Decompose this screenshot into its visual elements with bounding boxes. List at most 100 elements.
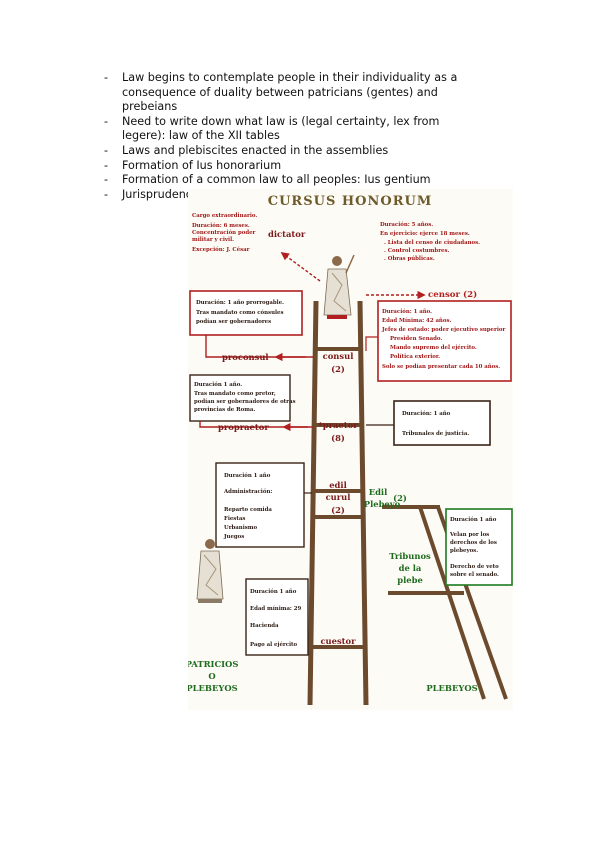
proconsul-note: Duración: 1 año prorrogable. — [196, 299, 284, 306]
bullet-text: Laws and plebiscites enacted in the asse… — [122, 143, 389, 157]
proconsul-note: Tras mandato como cónsules — [196, 309, 284, 316]
propraetor-note: Tras mandato como pretor, — [194, 391, 276, 397]
cuestor-box — [245, 578, 309, 656]
proconsul-note: podían ser gobernadores — [196, 318, 271, 325]
bullet-item: -Formation of a common law to all people… — [104, 173, 464, 188]
consul-note: Política exterior. — [390, 353, 440, 360]
tribunos-note: derechos de los — [450, 540, 497, 546]
propraetor-connector — [199, 421, 308, 428]
praetor-box — [393, 400, 491, 446]
consul-count: (2) — [331, 364, 345, 374]
edil-plebeyo-section: Edil (2) Plebeyo — [364, 487, 407, 509]
edil-curul-note: Reparto comida — [224, 507, 272, 513]
cuestor-note: Edad mínima: 29 — [250, 605, 302, 612]
proconsul-label: proconsul — [222, 352, 269, 362]
tribunos-note: Velan por los — [449, 532, 489, 538]
cursus-honorum-figure: CURSUS HONORUM Cargo extraordinario. Dur… — [188, 189, 513, 710]
edil-plebeyo-label-2: Plebeyo — [364, 499, 401, 509]
bullet-marker: - — [104, 114, 109, 128]
censor-note: . Control costumbres. — [384, 248, 450, 254]
edil-plebeyo-label-1: Edil — [369, 487, 388, 497]
tribunos-note: Derecho de veto — [450, 564, 499, 570]
proconsul-section: Duración: 1 año prorrogable. Tras mandat… — [189, 290, 314, 362]
edil-curul-note: Administración: — [223, 488, 272, 495]
ladder-rail-right — [357, 300, 369, 706]
dictator-note: Concentración poder — [192, 229, 256, 236]
censor-note: En ejercicio: ejerce 18 meses. — [380, 231, 470, 237]
patrician-ladder — [307, 300, 369, 706]
censor-label: censor (2) — [428, 289, 477, 300]
propraetor-box — [189, 374, 291, 422]
citizen-statue-icon — [196, 539, 224, 603]
bullet-text: Law begins to contemplate people in thei… — [122, 71, 458, 114]
edil-curul-note: Urbanismo — [224, 525, 258, 531]
edil-curul-label-1: edil — [329, 480, 347, 490]
cuestor-note: Pago al ejército — [250, 641, 298, 648]
praetor-note: Duración: 1 año — [402, 410, 451, 417]
cursus-honorum-diagram: CURSUS HONORUM Cargo extraordinario. Dur… — [188, 189, 513, 710]
censor-section: Duración: 5 años. En ejercicio: ejerce 1… — [366, 221, 480, 300]
bullet-marker: - — [104, 71, 109, 84]
consul-statue-icon — [323, 254, 355, 319]
patricios-label-2: O — [208, 671, 215, 681]
consul-note: Mando supremo del ejército. — [390, 344, 477, 351]
censor-note: . Lista del censo de ciudadanos. — [384, 240, 480, 246]
bullet-marker: - — [104, 158, 109, 172]
consul-note: Edad Mínima: 42 años. — [382, 317, 451, 324]
edil-curul-box — [215, 462, 305, 548]
consul-label: consul — [323, 351, 354, 361]
bullet-item: -Law begins to contemplate people in the… — [104, 71, 464, 115]
praetor-section: Duración: 1 año Tribunales de justicia. … — [318, 400, 491, 446]
praetor-label: *praetor — [318, 420, 358, 430]
dictator-note: militar y civil. — [192, 237, 234, 243]
tribunos-note: plebeyos. — [450, 548, 478, 554]
consul-section: Duración: 1 año. Edad Mínima: 42 años. J… — [323, 300, 512, 382]
edil-curul-note: Juegos — [223, 534, 244, 540]
propraetor-note: podían ser gobernadores de otras — [194, 398, 296, 405]
dictator-section: Cargo extraordinario. Duración: 6 meses.… — [192, 213, 321, 282]
tribunos-note: Duración 1 año — [450, 516, 497, 523]
consul-note: Presiden Senado. — [390, 336, 442, 342]
edil-curul-section: Duración 1 año Administración: Reparto c… — [215, 462, 351, 548]
propraetor-section: Duración 1 año. Tras mandato como pretor… — [189, 374, 314, 432]
cuestor-note: Duración 1 año — [250, 588, 297, 595]
bullet-item: -Need to write down what law is (legal c… — [104, 115, 464, 144]
tribunos-section: Duración 1 año Velan por los derechos de… — [389, 508, 513, 586]
consul-note: Jefes de estado: poder ejecutivo superio… — [381, 327, 505, 333]
tribunos-label-1: Tribunos — [389, 551, 431, 561]
propraetor-label: propraetor — [218, 422, 269, 432]
consul-note: Solo se podían presentar cada 10 años. — [382, 363, 500, 370]
dictator-label: dictator — [268, 229, 306, 239]
bullet-text: Jurisprudence — [122, 187, 199, 201]
consul-box — [377, 300, 512, 382]
bullet-text: Need to write down what law is (legal ce… — [122, 114, 440, 143]
figure-background — [188, 189, 513, 710]
consul-connector — [365, 336, 378, 351]
patricios-label-1: PATRICIOS — [188, 659, 238, 669]
bullet-item: -Formation of Ius honorarium — [104, 159, 464, 174]
bullet-text: Formation of Ius honorarium — [122, 158, 282, 172]
tribunos-label-2: de la — [399, 563, 422, 573]
bullet-text: Formation of a common law to all peoples… — [122, 173, 431, 187]
dictator-note: Duración: 6 meses. — [192, 222, 250, 229]
praetor-count: (8) — [331, 433, 345, 443]
bullet-item: -Laws and plebiscites enacted in the ass… — [104, 144, 464, 159]
bullet-list: -Law begins to contemplate people in the… — [104, 71, 464, 202]
dictator-note: Cargo extraordinario. — [192, 213, 257, 219]
censor-note: . Obras públicas. — [384, 255, 435, 262]
bullet-item: -Jurisprudence — [104, 188, 464, 203]
plebeyos-label: PLEBEYOS — [426, 683, 477, 693]
edil-curul-count: (2) — [331, 505, 345, 515]
bullet-marker: - — [104, 187, 109, 201]
propraetor-note: Duración 1 año. — [194, 381, 242, 388]
edil-curul-note: Duración 1 año — [224, 472, 271, 479]
ladder-rail-left — [307, 300, 319, 706]
edil-curul-label-2: curul — [326, 492, 351, 502]
censor-note: Duración: 5 años. — [380, 221, 433, 228]
tribunos-label-3: plebe — [397, 575, 423, 585]
edil-plebeyo-count: (2) — [393, 493, 407, 503]
cuestor-section: Duración 1 año Edad mínima: 29 Hacienda … — [245, 578, 356, 656]
cuestor-note: Hacienda — [250, 623, 279, 629]
dictator-arrow — [280, 252, 321, 282]
dictator-note: Excepción: J. César — [192, 246, 250, 253]
